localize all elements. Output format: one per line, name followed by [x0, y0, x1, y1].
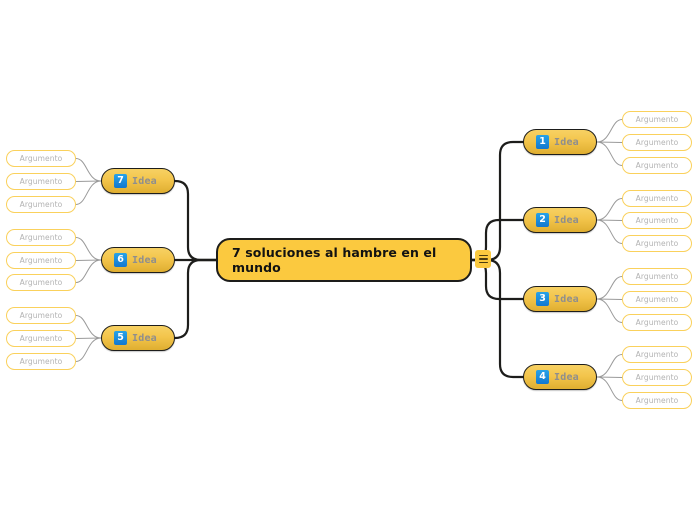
central-topic-title: 7 soluciones al hambre en el mundo [232, 245, 437, 275]
connector-line [596, 354, 623, 378]
connector-line [470, 140, 525, 262]
connector-line [75, 337, 102, 362]
argument-node[interactable]: Argumento [6, 252, 76, 269]
argument-node-label: Argumento [19, 278, 63, 287]
hamburger-icon[interactable] [475, 250, 491, 268]
idea-number-badge: 2 [536, 213, 549, 227]
connector-line [75, 180, 102, 205]
connector-line [75, 259, 102, 283]
connector-line [173, 179, 218, 262]
idea-number-badge: 4 [536, 370, 549, 384]
connector-line [596, 219, 623, 244]
argument-node-label: Argumento [635, 295, 679, 304]
connector-line [596, 141, 623, 143]
argument-node[interactable]: Argumento [622, 212, 692, 229]
argument-node-label: Argumento [635, 115, 679, 124]
idea-node-label: Idea [554, 293, 579, 305]
argument-node[interactable]: Argumento [6, 307, 76, 324]
argument-node-label: Argumento [19, 334, 63, 343]
argument-node[interactable]: Argumento [6, 150, 76, 167]
argument-node[interactable]: Argumento [6, 196, 76, 213]
argument-node-label: Argumento [635, 239, 679, 248]
idea-node-label: Idea [132, 254, 157, 266]
idea-node-6[interactable]: 6 Idea [101, 247, 175, 273]
argument-node[interactable]: Argumento [6, 274, 76, 291]
argument-node-label: Argumento [635, 272, 679, 281]
hamburger-line [478, 254, 488, 257]
argument-node[interactable]: Argumento [622, 190, 692, 207]
argument-node-label: Argumento [19, 311, 63, 320]
connector-line [596, 298, 623, 300]
argument-node-label: Argumento [635, 216, 679, 225]
idea-node-label: Idea [132, 332, 157, 344]
argument-node[interactable]: Argumento [622, 346, 692, 363]
argument-node[interactable]: Argumento [622, 134, 692, 151]
argument-node[interactable]: Argumento [622, 291, 692, 308]
idea-node-4[interactable]: 4 Idea [523, 364, 597, 390]
connector-line [596, 219, 623, 221]
connector-line [75, 158, 102, 182]
connector-line [596, 276, 623, 300]
argument-node[interactable]: Argumento [622, 235, 692, 252]
hamburger-line [478, 261, 488, 264]
connector-line [596, 376, 623, 401]
idea-node-3[interactable]: 3 Idea [523, 286, 597, 312]
connector-line [75, 237, 102, 261]
idea-number-badge: 7 [114, 174, 127, 188]
idea-node-2[interactable]: 2 Idea [523, 207, 597, 233]
argument-node[interactable]: Argumento [622, 157, 692, 174]
connector-line [596, 198, 623, 221]
argument-node-label: Argumento [19, 177, 63, 186]
connector-line [596, 298, 623, 323]
argument-node-label: Argumento [635, 138, 679, 147]
argument-node-label: Argumento [19, 154, 63, 163]
connector-line [75, 259, 102, 261]
idea-number-badge: 6 [114, 253, 127, 267]
connector-line [75, 337, 102, 339]
idea-node-label: Idea [554, 136, 579, 148]
connector-line [173, 258, 218, 340]
argument-node[interactable]: Argumento [622, 111, 692, 128]
connector-line [75, 180, 102, 182]
argument-node[interactable]: Argumento [622, 314, 692, 331]
connector-line [596, 141, 623, 166]
argument-node[interactable]: Argumento [622, 268, 692, 285]
argument-node-label: Argumento [635, 350, 679, 359]
idea-number-badge: 3 [536, 292, 549, 306]
argument-node-label: Argumento [19, 256, 63, 265]
argument-node[interactable]: Argumento [622, 392, 692, 409]
argument-node[interactable]: Argumento [6, 353, 76, 370]
connector-line [470, 258, 525, 379]
idea-node-label: Idea [554, 214, 579, 226]
argument-node-label: Argumento [635, 373, 679, 382]
argument-node-label: Argumento [635, 396, 679, 405]
connector-line [75, 315, 102, 339]
idea-node-1[interactable]: 1 Idea [523, 129, 597, 155]
argument-node[interactable]: Argumento [6, 229, 76, 246]
idea-node-7[interactable]: 7 Idea [101, 168, 175, 194]
idea-node-label: Idea [554, 371, 579, 383]
connector-line [596, 119, 623, 143]
argument-node[interactable]: Argumento [6, 330, 76, 347]
argument-node-label: Argumento [635, 318, 679, 327]
argument-node-label: Argumento [635, 161, 679, 170]
argument-node[interactable]: Argumento [622, 369, 692, 386]
argument-node[interactable]: Argumento [6, 173, 76, 190]
idea-number-badge: 5 [114, 331, 127, 345]
idea-node-5[interactable]: 5 Idea [101, 325, 175, 351]
argument-node-label: Argumento [635, 194, 679, 203]
idea-number-badge: 1 [536, 135, 549, 149]
argument-node-label: Argumento [19, 357, 63, 366]
central-topic-node[interactable]: 7 soluciones al hambre en el mundo [216, 238, 472, 282]
hamburger-line [478, 258, 488, 260]
idea-node-label: Idea [132, 175, 157, 187]
connector-line [596, 376, 623, 378]
argument-node-label: Argumento [19, 200, 63, 209]
argument-node-label: Argumento [19, 233, 63, 242]
